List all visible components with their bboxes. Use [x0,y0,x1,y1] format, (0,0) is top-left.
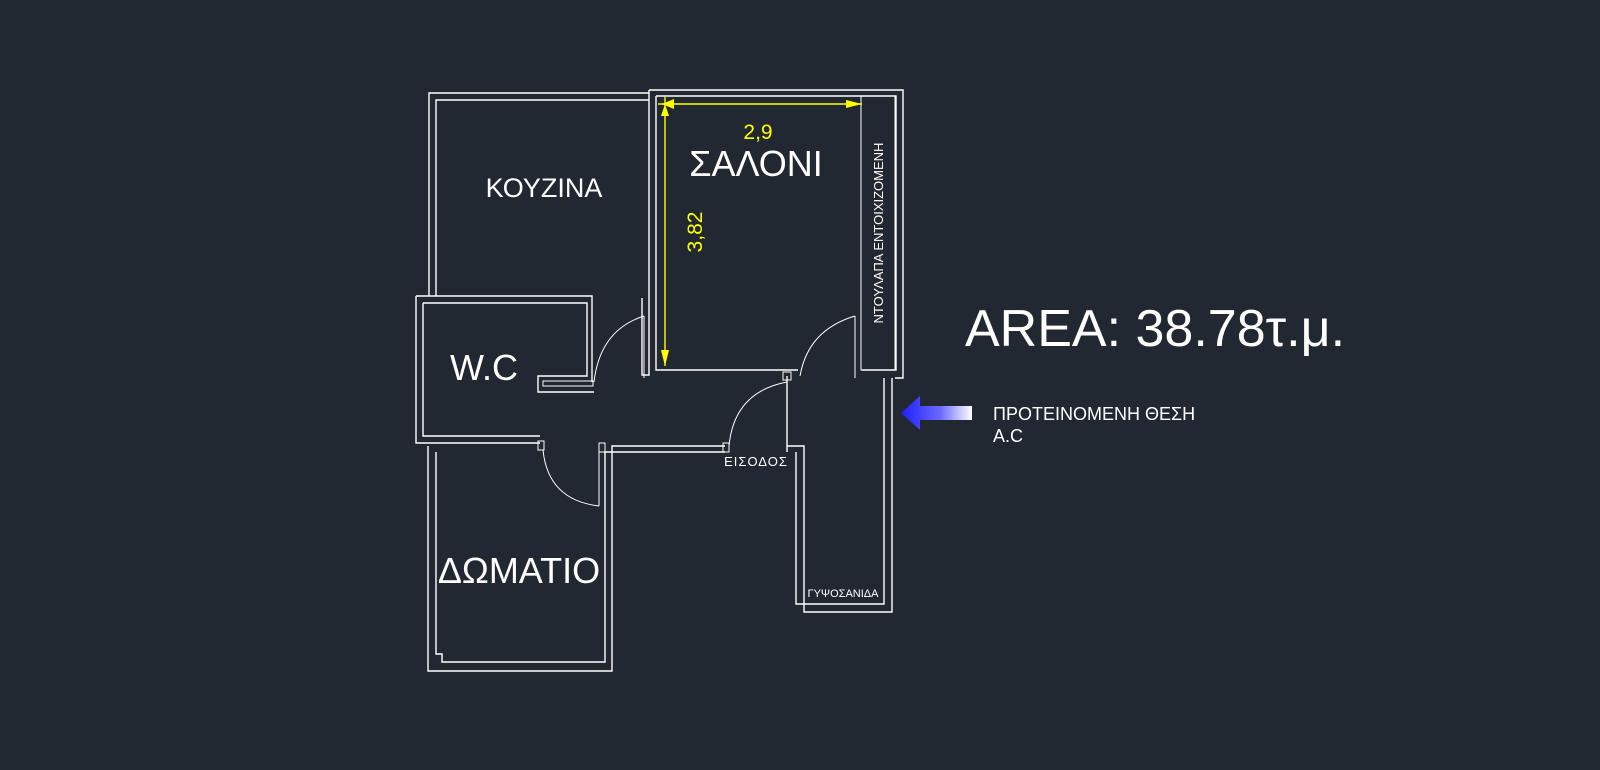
bedroom-walls [427,440,725,672]
kitchen-label: ΚΟΥΖΙΝΑ [486,173,603,203]
height-dimension-label: 3,82 [684,212,707,253]
door-swings [542,315,856,507]
width-dimension-label: 2,9 [743,121,772,144]
entrance-label: ΕΙΣΟΔΟΣ [724,454,788,469]
bedroom-label: ΔΩΜΑΤΙΟ [438,550,600,591]
left-arrow-icon [901,396,972,430]
ac-note-line1: ΠΡΟΤΕΙΝΟΜΕΝΗ ΘΕΣΗ [993,404,1195,424]
living-room-label: ΣΑΛΟΝΙ [689,143,823,184]
area-label: AREA: 38.78τ.μ. [965,300,1345,358]
living-room-walls [641,89,904,379]
wc-label: W.C [450,347,518,388]
ac-note-line2: A.C [993,426,1023,446]
wc-walls [415,295,594,444]
wardrobe-label: ΝΤΟΥΛΑΠΑ ΕΝΤΟΙΧΙΖΟΜΕΝΗ [871,143,886,324]
dimension-lines [658,97,862,366]
corridor-walls [722,371,893,613]
kitchen-walls [428,92,649,296]
plasterboard-label: ΓΥΨΟΣΑΝΙΔΑ [808,588,880,600]
